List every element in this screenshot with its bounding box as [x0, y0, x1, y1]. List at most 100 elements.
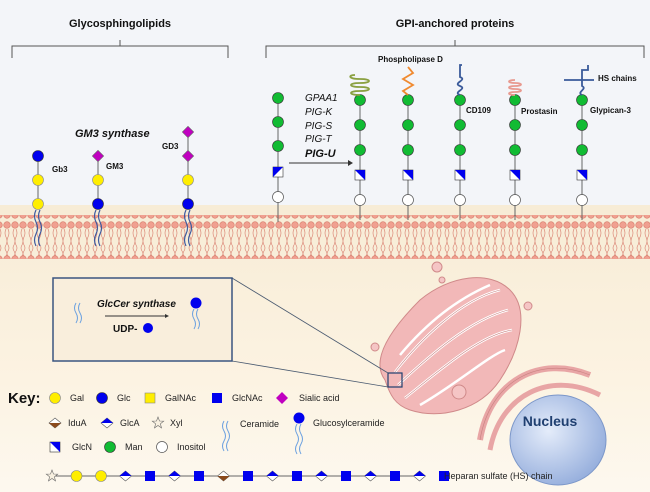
man-icon: [454, 94, 466, 106]
sialic-acid-icon: [276, 392, 288, 404]
glccer-synthase-label: GlcCer synthase: [97, 299, 176, 310]
inositol-icon: [354, 194, 366, 206]
legend-label: GlcN: [72, 442, 92, 452]
legend-item: Ceramide: [222, 419, 279, 452]
glycosphingolipids-bracket: [11, 40, 229, 58]
protein-chain: [508, 79, 522, 96]
man-icon: [509, 144, 521, 156]
legend-label: Glucosylceramide: [313, 418, 385, 428]
man-icon: [576, 119, 588, 131]
cd109-label: CD109: [466, 106, 491, 115]
legend-label: IduA: [68, 418, 87, 428]
prostasin-label: Prostasin: [521, 107, 558, 116]
man-icon: [354, 119, 366, 131]
gpi-protein: [349, 74, 370, 220]
man-icon: [509, 94, 521, 106]
inositol-icon: [454, 194, 466, 206]
man-icon: [454, 144, 466, 156]
key-title: Key:: [8, 390, 41, 407]
legend-item: IduA: [48, 417, 87, 429]
inositol-icon: [576, 194, 588, 206]
iduA-icon: [48, 417, 62, 429]
inositol-icon: [402, 194, 414, 206]
man-icon: [104, 441, 116, 453]
gpi-protein: [401, 66, 415, 220]
glcA-icon: [315, 470, 328, 482]
legend-label: GlcA: [120, 418, 140, 428]
gal-icon: [70, 470, 83, 482]
inositol-icon: [509, 194, 521, 206]
legend-label: Glc: [117, 393, 131, 403]
legend-label: Sialic acid: [299, 393, 340, 403]
protein-chain: [349, 74, 370, 96]
hs-chains-label: HS chains: [598, 74, 637, 83]
glcA-icon: [168, 470, 181, 482]
glucosylceramide-icon: [293, 412, 305, 455]
gal-icon: [49, 392, 61, 404]
gpi-protein: [454, 64, 466, 220]
protein-chain: [456, 64, 464, 96]
gm3-synthase-label: GM3 synthase: [75, 128, 150, 140]
galnac-icon: [144, 392, 156, 404]
legend-label: GalNAc: [165, 393, 197, 403]
iduA-icon: [217, 470, 230, 482]
legend-item: GalNAc: [144, 392, 197, 404]
golgi-apparatus: [370, 261, 533, 415]
nucleus-label: Nucleus: [523, 413, 578, 429]
glypican-3-label: Glypican-3: [590, 106, 631, 115]
glcA-icon: [413, 470, 426, 482]
enzyme-gpaa1: GPAA1: [305, 93, 338, 104]
man-icon: [402, 144, 414, 156]
glcA-icon: [364, 470, 377, 482]
zoom-region-box: [387, 372, 403, 388]
endoplasmic-reticulum: [477, 365, 602, 451]
legend-item: GlcA: [100, 417, 140, 429]
man-icon: [576, 94, 588, 106]
glc-icon: [96, 392, 108, 404]
legend-item: Glucosylceramide: [293, 412, 385, 455]
man-icon: [576, 144, 588, 156]
glcA-icon: [266, 470, 279, 482]
legend-label: Xyl: [170, 418, 183, 428]
man-icon: [509, 119, 521, 131]
legend-label: Inositol: [177, 442, 206, 452]
gpi-bracket: [265, 40, 645, 58]
glcn-icon: [354, 169, 366, 181]
glcnac-icon: [439, 471, 449, 481]
phospholipase-d-label: Phospholipase D: [378, 55, 443, 64]
legend-item: Glc: [96, 392, 131, 404]
legend-label: Man: [125, 442, 143, 452]
xyl-icon: [45, 469, 59, 482]
nucleus: [509, 394, 607, 486]
gal-icon: [95, 470, 107, 482]
man-icon: [402, 119, 414, 131]
man-icon: [454, 119, 466, 131]
enzyme-pig-t: PIG-T: [305, 134, 333, 145]
glycosphingolipids-header: Glycosphingolipids: [69, 18, 171, 30]
man-icon: [354, 144, 366, 156]
enzyme-pig-s: PIG-S: [305, 121, 333, 132]
glcn-icon: [576, 169, 588, 181]
gm3-glycolipid: [91, 149, 105, 247]
gpi-anchor-precursor: [272, 92, 284, 222]
legend-item: Sialic acid: [276, 392, 340, 404]
glcn-icon: [402, 169, 414, 181]
protein-chain: [401, 66, 415, 96]
enzyme-pig-u: PIG-U: [305, 148, 337, 160]
glucosylceramide-icon: [190, 297, 202, 309]
glccer-inset: [52, 277, 233, 362]
gb3-label: Gb3: [52, 165, 68, 174]
gd3-glycolipid: [181, 125, 195, 247]
gpi-proteins: [349, 64, 594, 220]
udp-glc-icon: [143, 323, 153, 333]
gb3-glycolipid: [32, 150, 44, 247]
inositol-icon: [156, 441, 168, 453]
gm3-label: GM3: [106, 162, 124, 171]
legend-item: Man: [104, 441, 143, 453]
ceramide-icon: [222, 420, 230, 452]
enzyme-pig-k: PIG-K: [305, 107, 334, 118]
glcA-icon: [119, 470, 132, 482]
hs-chain: Heparan sulfate (HS) chain: [45, 469, 553, 482]
